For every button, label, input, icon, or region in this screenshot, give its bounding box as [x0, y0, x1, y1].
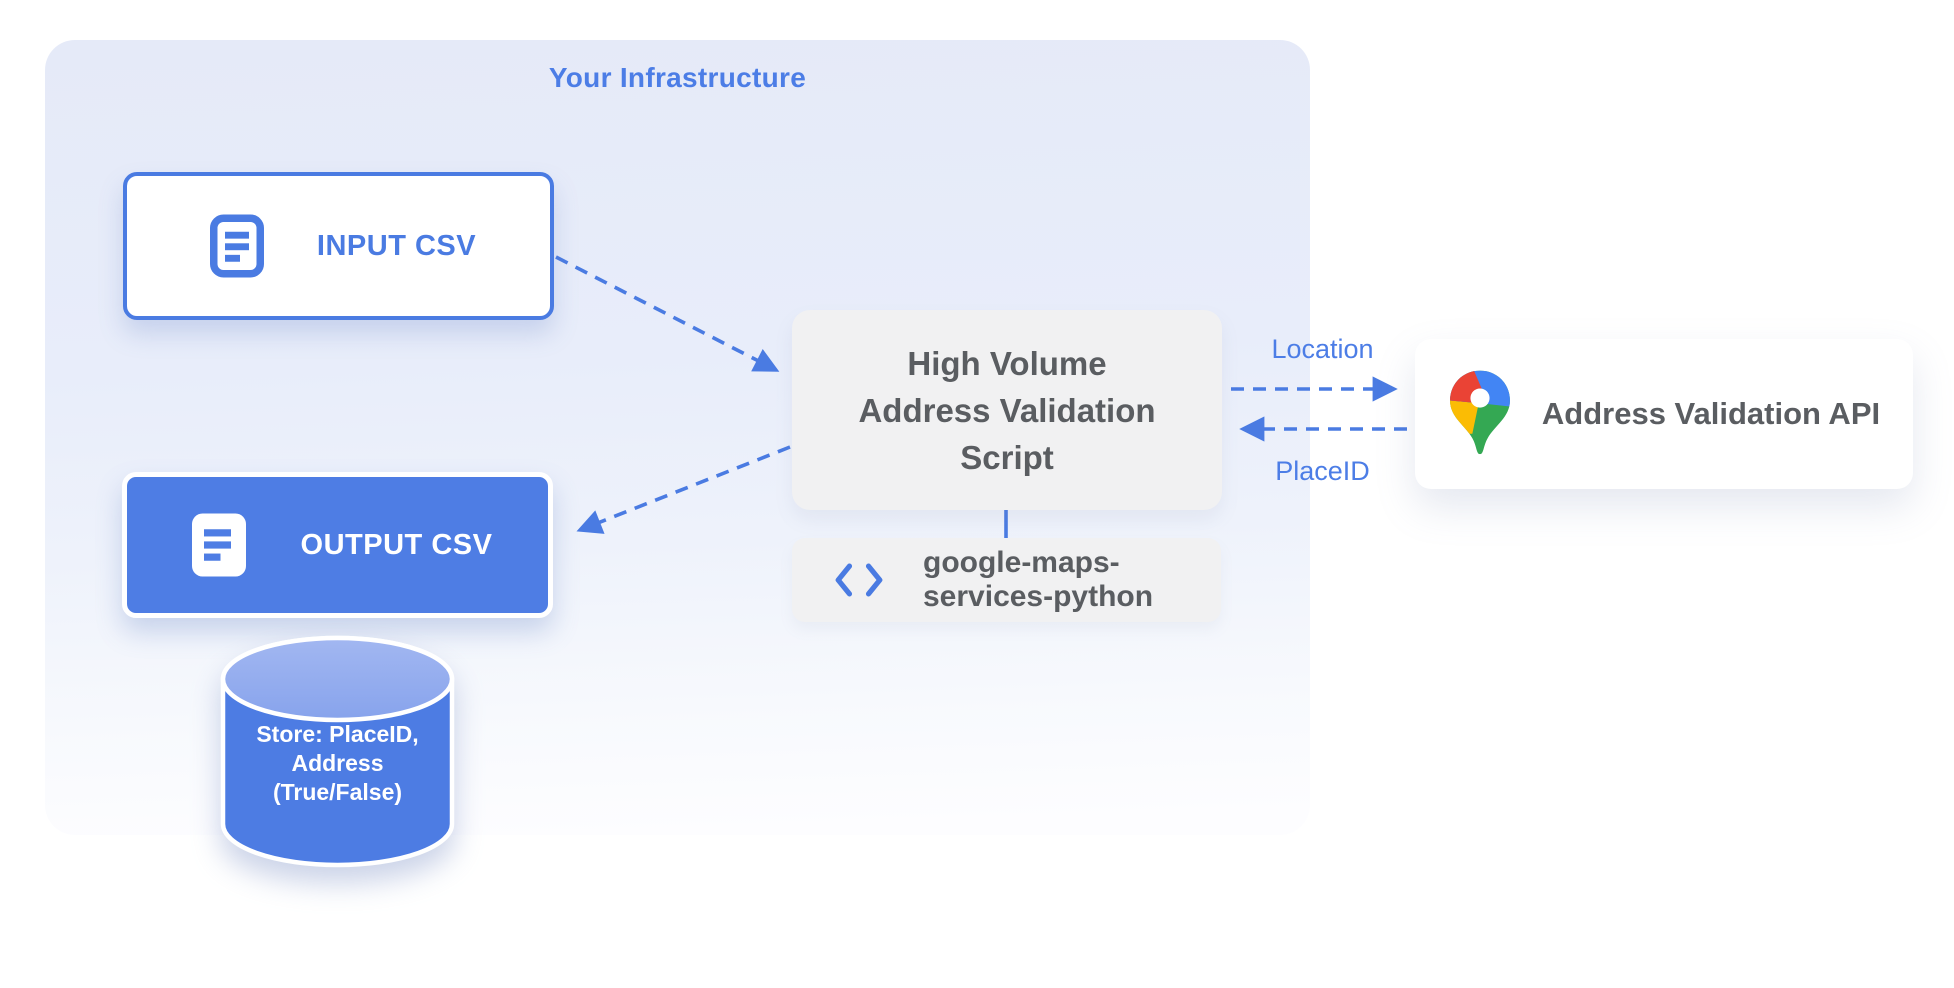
- script-line: High Volume: [907, 344, 1107, 382]
- document-icon: [209, 214, 264, 278]
- infrastructure-title: Your Infrastructure: [548, 62, 807, 93]
- code-icon: [835, 563, 883, 597]
- node-library: google-maps- services-python: [792, 538, 1221, 622]
- datastore-line: Store: PlaceID,: [256, 721, 419, 747]
- node-input-csv: INPUT CSV: [123, 172, 554, 320]
- library-line: services-python: [923, 580, 1154, 613]
- node-validation-script: High Volume Address Validation Script: [792, 310, 1222, 510]
- node-output-csv: OUTPUT CSV: [122, 472, 553, 618]
- library-line: google-maps-: [923, 546, 1120, 579]
- google-maps-pin-icon: [1449, 370, 1510, 455]
- node-address-validation-api: Address Validation API: [1415, 339, 1913, 489]
- edge-label-location: Location: [1271, 334, 1374, 364]
- database-cylinder: [220, 635, 455, 868]
- script-line: Address Validation: [858, 391, 1156, 429]
- output-csv-label: OUTPUT CSV: [300, 528, 493, 561]
- api-label: Address Validation API: [1541, 396, 1881, 431]
- datastore-line: Address: [291, 750, 384, 776]
- library-label: google-maps- services-python: [923, 546, 1153, 614]
- document-icon: [191, 513, 246, 577]
- script-line: Script: [960, 438, 1054, 476]
- input-csv-label: INPUT CSV: [316, 229, 477, 262]
- edge-label-placeid: PlaceID: [1275, 456, 1370, 486]
- datastore-label: Store: PlaceID, Address (True/False): [219, 720, 456, 807]
- datastore-line: (True/False): [272, 779, 403, 805]
